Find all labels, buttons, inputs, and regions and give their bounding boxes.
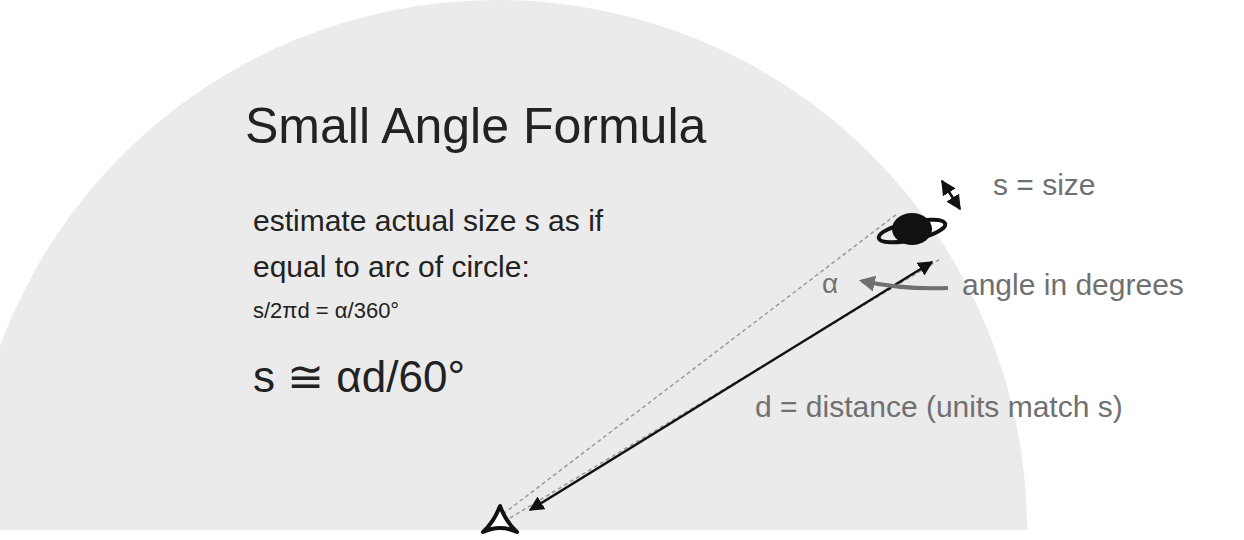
distance-label: d = distance (units match s) bbox=[755, 390, 1123, 425]
size-label: s = size bbox=[993, 168, 1096, 203]
planet-symbol bbox=[877, 213, 947, 247]
angle-label: angle in degrees bbox=[962, 268, 1184, 303]
angle-pointer bbox=[862, 281, 948, 288]
size-arrow bbox=[942, 181, 960, 209]
eye-symbol bbox=[483, 506, 517, 532]
formula-text: s/2πd = α/360° bbox=[253, 298, 399, 323]
sight-line-lower bbox=[510, 258, 942, 518]
sight-line-upper bbox=[503, 214, 897, 514]
sky-semicircle bbox=[0, 0, 1027, 530]
angle-symbol: α bbox=[822, 268, 838, 300]
diagram-title: Small Angle Formula bbox=[245, 98, 706, 156]
note-line: equal to arc of circle: bbox=[253, 250, 530, 285]
note-line: estimate actual size s as if bbox=[253, 204, 603, 239]
distance-arrow bbox=[530, 262, 932, 510]
formula-main: s ≅ αd/60° bbox=[253, 352, 465, 403]
